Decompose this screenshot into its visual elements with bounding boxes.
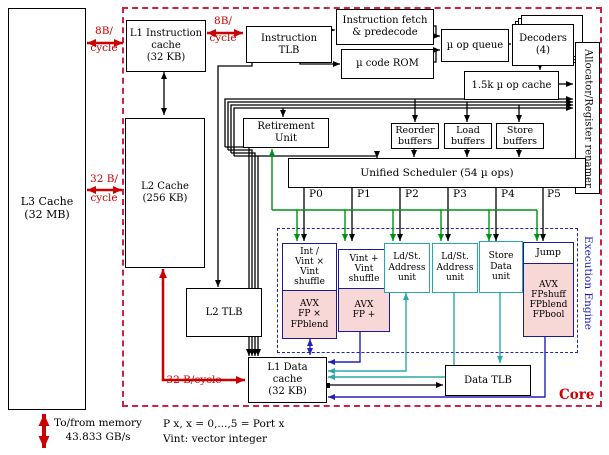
unified-scheduler-box: Unified Scheduler (54 µ ops): [288, 158, 586, 188]
l2-cache-box: L2 Cache (256 KB): [125, 118, 205, 268]
port-label-p5: P5: [547, 188, 561, 200]
exec-unit-avx-fp-add: AVX FP +: [339, 288, 389, 331]
legend-ports: P x, x = 0,...,5 = Port x: [163, 418, 285, 430]
memory-bandwidth-label: To/from memory 43.833 GB/s: [54, 417, 142, 443]
decoders-box: Decoders (4): [512, 24, 574, 66]
port-label-p3: P3: [453, 188, 467, 200]
instruction-tlb-box: Instruction TLB: [246, 26, 332, 63]
l1-data-cache-box: L1 Data cache (32 KB): [248, 357, 327, 403]
port-label-p4: P4: [501, 188, 515, 200]
port-label-p1: P1: [357, 188, 371, 200]
instruction-fetch-predecode-box: Instruction fetch & predecode: [336, 9, 434, 45]
store-buffers-box: Store buffers: [496, 123, 544, 149]
core-label: Core: [559, 387, 595, 403]
exec-unit-int-mul-shuffle: Int / Vint × Vint shuffle: [294, 246, 325, 288]
execution-engine-label: Execution Engine: [582, 236, 594, 330]
exec-unit-avx-fp-jump: AVX FPshuff FPblend FPbool: [524, 263, 573, 336]
store-data-unit-box: Store Data unit: [479, 241, 523, 293]
bandwidth-label-l2-l1d: 32 B/cycle: [166, 374, 222, 386]
data-tlb-box: Data TLB: [445, 365, 531, 396]
reorder-buffers-box: Reorder buffers: [391, 123, 439, 149]
l2-tlb-box: L2 TLB: [186, 288, 262, 337]
l1-instruction-cache-box: L1 Instruction cache (32 KB): [126, 20, 206, 72]
ucode-rom-box: µ code ROM: [341, 49, 434, 79]
black-datapath-lines: [161, 25, 573, 388]
green-port-bus-lines: [269, 149, 540, 241]
load-buffers-box: Load buffers: [444, 123, 492, 149]
ldst-address-unit-1-box: Ld/St. Address unit: [384, 243, 430, 293]
legend-vint: Vint: vector integer: [163, 433, 268, 445]
l3-cache-box: L3 Cache (32 MB): [8, 8, 86, 410]
bandwidth-label-l3-l2: 32 B/ cycle: [90, 173, 118, 204]
uop-queue-box: µ op queue: [441, 29, 509, 62]
port-label-p2: P2: [405, 188, 419, 200]
exec-unit-jump: Jump: [535, 246, 562, 258]
port-label-p0: P0: [309, 188, 323, 200]
execution-engine-boundary: [277, 228, 578, 353]
ldst-address-unit-2-box: Ld/St. Address unit: [432, 243, 478, 293]
exec-unit-int-add-shuffle: Vint + Vint shuffle: [348, 253, 380, 285]
allocator-register-renamer-box: Allocator/Register renamer: [575, 42, 600, 194]
exec-unit-avx-fp-mul: AVX FP × FPblend: [283, 290, 336, 338]
exec-unit-port1: Vint + Vint shuffle AVX FP +: [338, 249, 390, 332]
bandwidth-label-l3-l1i: 8B/ cycle: [90, 25, 118, 54]
bandwidth-label-l1i-tlb: 8B/ cycle: [209, 15, 237, 44]
uop-cache-box: 1.5k µ op cache: [464, 71, 559, 100]
exec-unit-port0: Int / Vint × Vint shuffle AVX FP × FPble…: [282, 243, 337, 339]
red-bandwidth-arrows: [38, 29, 245, 448]
exec-unit-port5: Jump AVX FPshuff FPblend FPbool: [523, 242, 574, 337]
retirement-unit-box: Retirement Unit: [243, 118, 329, 148]
core-boundary: [122, 7, 602, 407]
